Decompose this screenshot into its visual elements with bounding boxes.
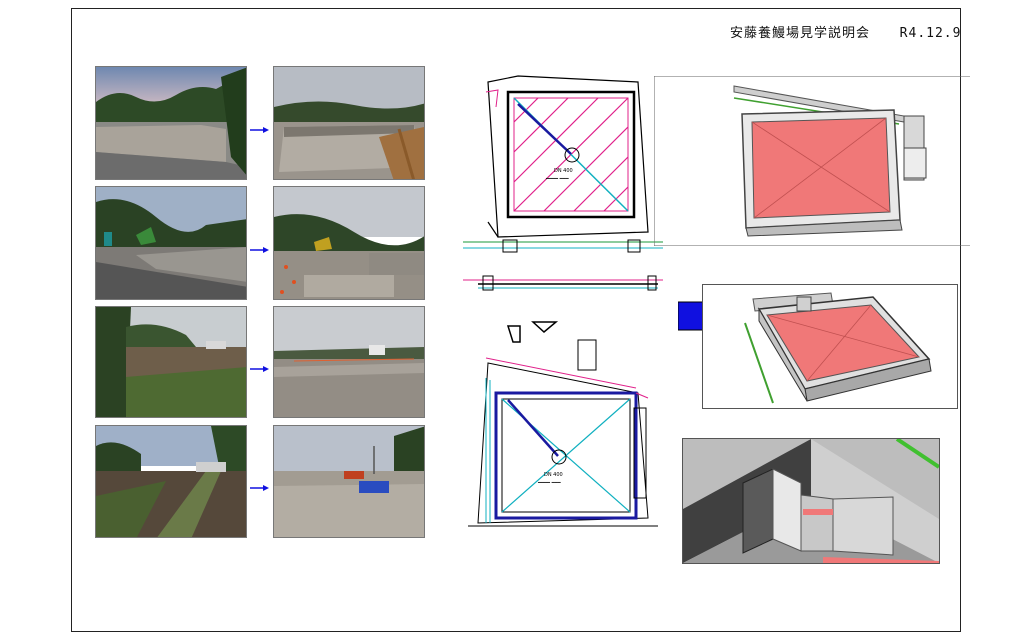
document-date: R4.12.9 (899, 26, 962, 41)
arrow-right-icon (250, 477, 270, 491)
after-photo-3 (273, 306, 425, 418)
arrow-right-icon (250, 119, 270, 133)
before-photo-3 (95, 306, 247, 418)
arrow-right-icon (250, 358, 270, 372)
svg-text:DN 400: DN 400 (544, 472, 563, 478)
after-photo-2 (273, 186, 425, 300)
after-photo-4 (273, 425, 425, 538)
before-photo-4 (95, 425, 247, 538)
3d-render-middle (702, 284, 958, 409)
3d-render-interior (682, 437, 941, 564)
cad-plan-drawing-bottom: DN 400 ━━━━ ━━━ (458, 318, 668, 540)
document-title: 安藤養鰻場見学説明会 (730, 26, 871, 41)
before-photo-2 (95, 186, 247, 300)
arrow-right-icon (250, 239, 270, 253)
before-photo-1 (95, 66, 247, 180)
svg-text:━━━━ ━━━: ━━━━ ━━━ (545, 176, 570, 182)
document-header: 安藤養鰻場見学説明会 R4.12.9 (730, 22, 961, 41)
3d-render-top (653, 75, 970, 247)
svg-text:━━━━ ━━━: ━━━━ ━━━ (537, 480, 562, 486)
sheet-frame (71, 8, 961, 632)
svg-text:DN 400: DN 400 (554, 168, 573, 174)
after-photo-1 (273, 66, 425, 180)
cad-plan-drawing-top: DN 400 ━━━━ ━━━ (458, 62, 668, 302)
